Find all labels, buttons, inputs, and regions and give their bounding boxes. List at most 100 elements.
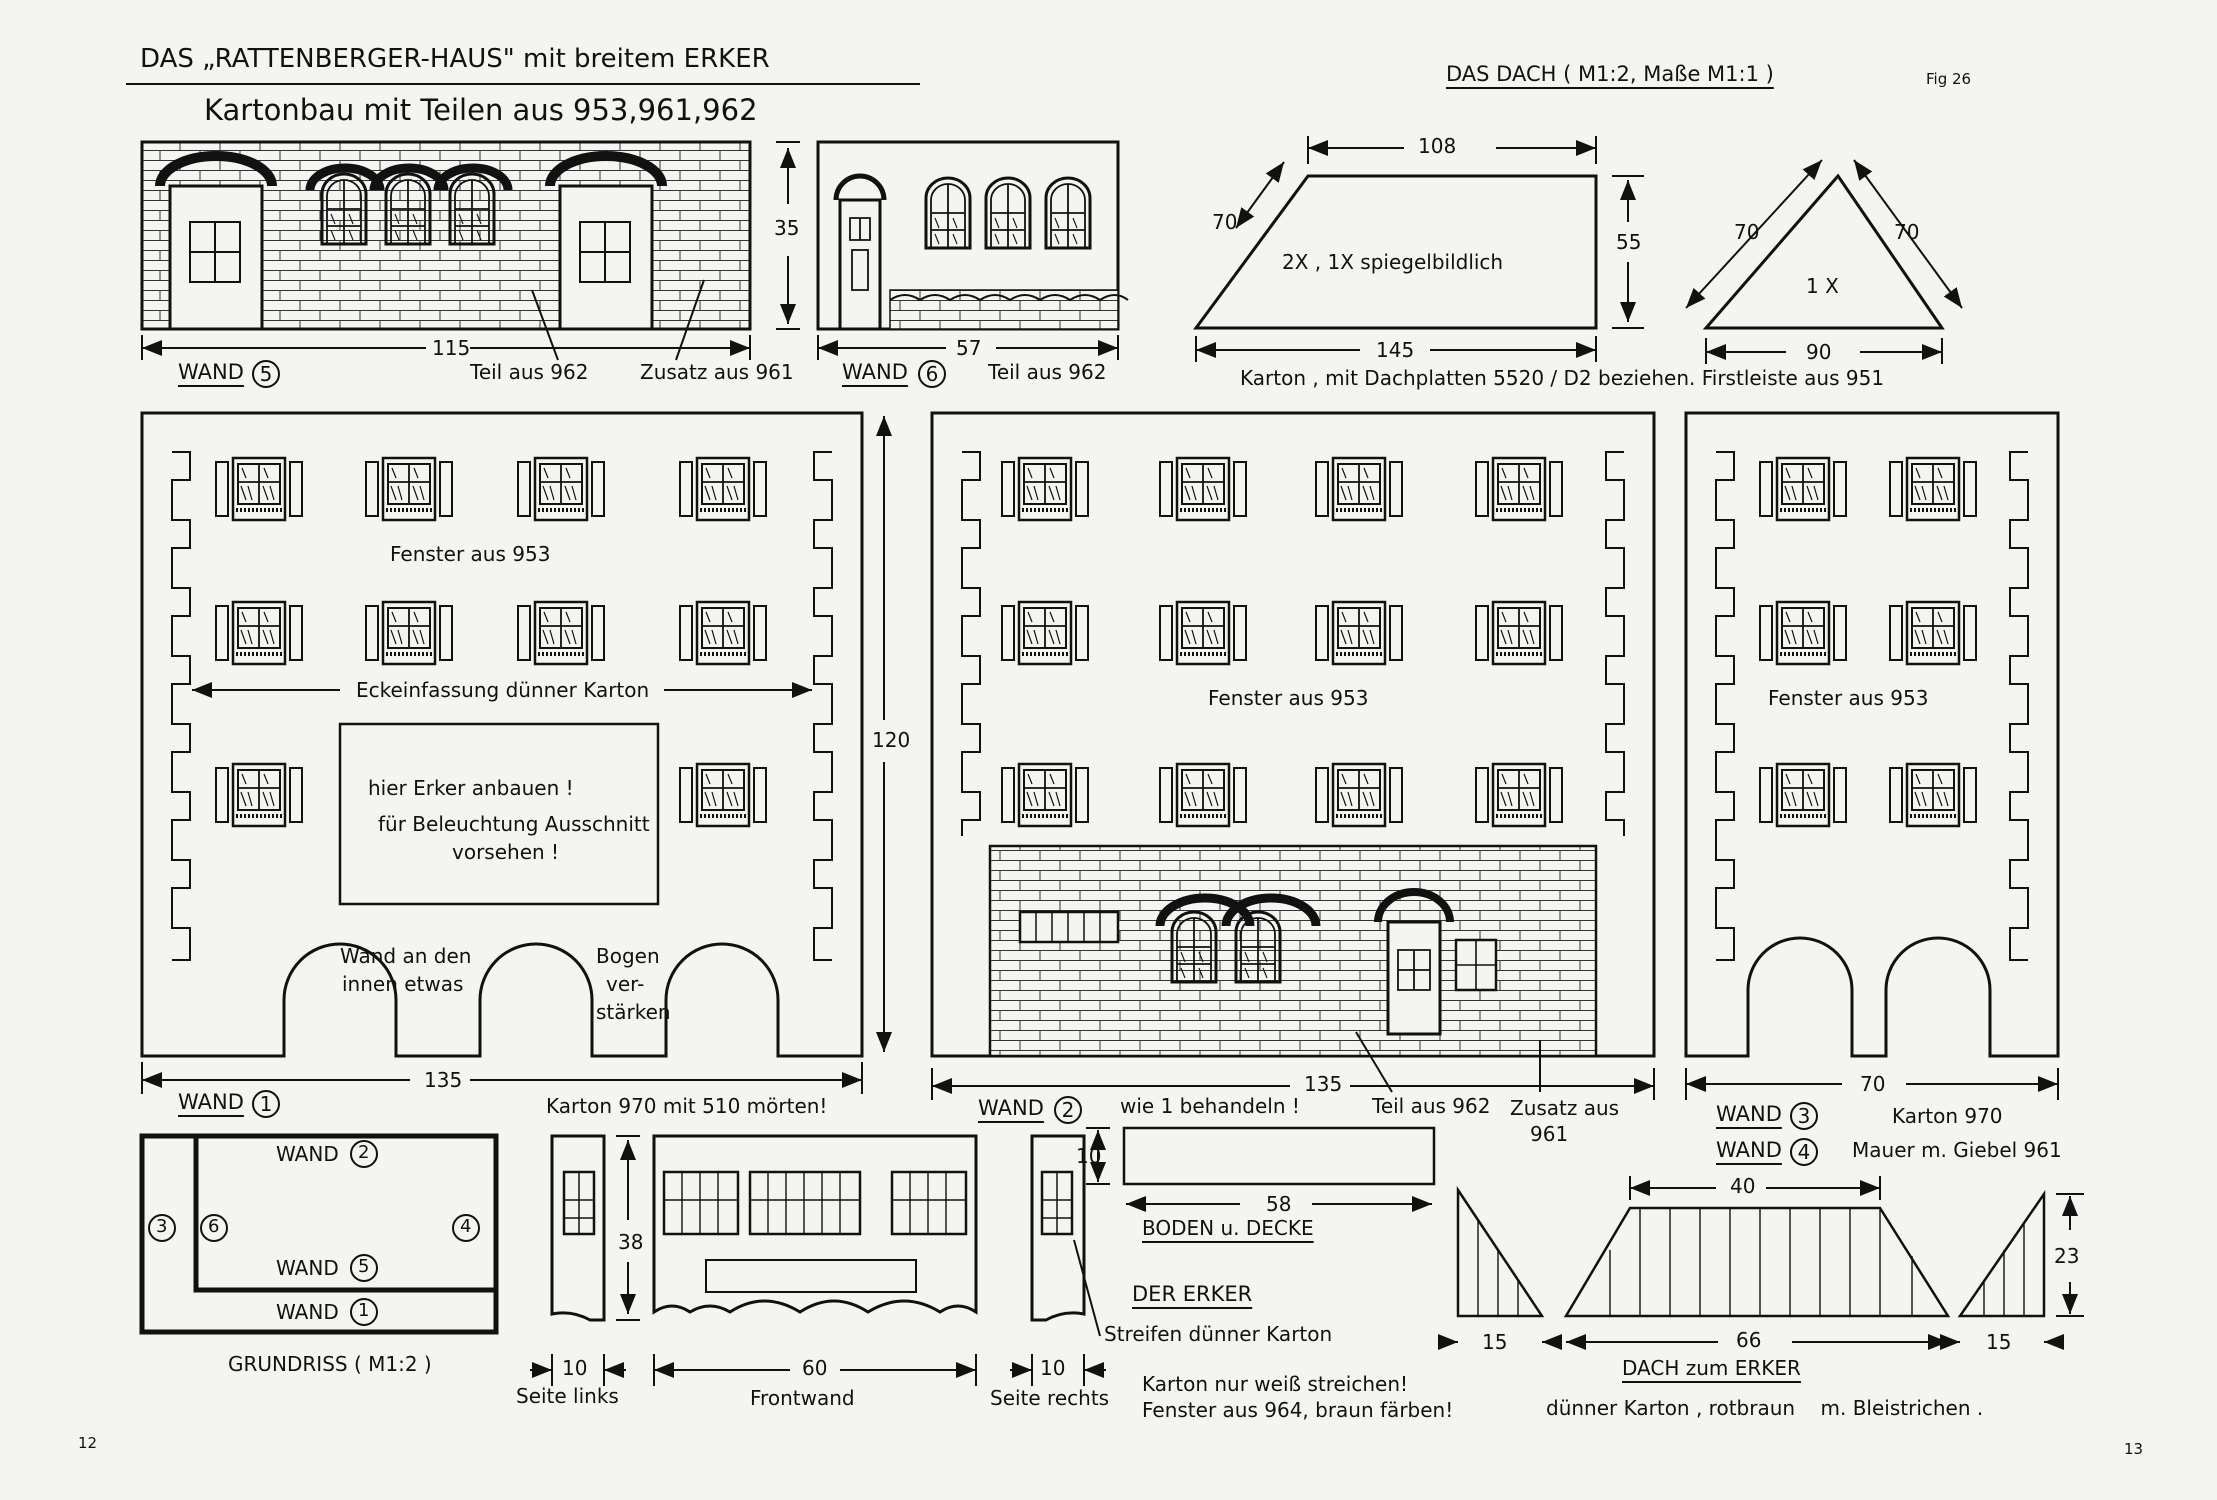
wand2-note-962: Teil aus 962 xyxy=(1372,1094,1491,1118)
grundriss-n1: 1 xyxy=(358,1300,370,1321)
roof-trap-side: 70 xyxy=(1212,210,1238,234)
grundriss-drawing xyxy=(139,1133,499,1335)
grundriss-n3: 3 xyxy=(156,1216,168,1237)
wand5-note-962: Teil aus 962 xyxy=(470,360,589,384)
wand6-width: 57 xyxy=(956,336,982,360)
erker-roof-right: 15 xyxy=(1986,1330,2012,1354)
erker-right-label: Seite rechts xyxy=(990,1386,1110,1410)
wand2-windows-note: Fenster aus 953 xyxy=(1208,686,1369,710)
wand4-number: 4 xyxy=(1790,1138,1818,1166)
erker-left-dim: 10 xyxy=(562,1356,588,1380)
wand1-corner-note: Eckeinfassung dünner Karton xyxy=(352,680,654,700)
erker-note-2: für Beleuchtung Ausschnitt xyxy=(378,812,650,836)
page-number-left: 12 xyxy=(78,1434,98,1452)
wand1-windows-note: Fenster aus 953 xyxy=(390,542,551,566)
boden-height: 10 xyxy=(1076,1144,1102,1168)
grundriss-n2: 2 xyxy=(358,1142,370,1163)
roof-tri-note: 1 X xyxy=(1806,274,1839,298)
wand1-drawing xyxy=(140,411,864,1058)
wand1-dimensions xyxy=(141,416,892,1094)
wand2-drawing xyxy=(930,411,1656,1058)
wand1-number: 1 xyxy=(252,1090,280,1118)
wand5-number: 5 xyxy=(252,360,280,388)
page-title: DAS „RATTENBERGER-HAUS" mit breitem ERKE… xyxy=(140,44,770,74)
erker-strip-note: Streifen dünner Karton xyxy=(1104,1322,1333,1346)
grundriss-n6: 6 xyxy=(208,1216,220,1237)
erker-note-2: Fenster aus 964, braun färben! xyxy=(1142,1398,1454,1422)
erker-roof-height: 23 xyxy=(2054,1244,2080,1268)
wand6-drawing xyxy=(816,140,1129,331)
wand5-width: 115 xyxy=(432,336,471,360)
grundriss-n5: 5 xyxy=(358,1256,370,1277)
grundriss-caption: GRUNDRISS ( M1:2 ) xyxy=(228,1352,432,1376)
wand4-label: WAND xyxy=(1716,1138,1782,1162)
erker-roof-title: DACH zum ERKER xyxy=(1622,1356,1801,1380)
grundriss-n4: 4 xyxy=(460,1216,472,1237)
erker-roof-bottom: 66 xyxy=(1736,1328,1762,1352)
erker-height: 38 xyxy=(618,1230,644,1254)
wand1-label: WAND xyxy=(178,1090,244,1114)
erker-roof-top: 40 xyxy=(1730,1174,1756,1198)
wand34-windows xyxy=(1758,456,1978,828)
wand2-width: 135 xyxy=(1304,1072,1343,1096)
erker-right-dim: 10 xyxy=(1040,1356,1066,1380)
wand1-height: 120 xyxy=(872,728,911,752)
wand5-note-961: Zusatz aus 961 xyxy=(640,360,794,384)
wand6-number: 6 xyxy=(918,360,946,388)
erker-note-1: hier Erker anbauen ! xyxy=(368,776,574,800)
wand34-caption-2: Mauer m. Giebel 961 xyxy=(1852,1138,2062,1162)
boden-width: 58 xyxy=(1266,1192,1292,1216)
wand2-number: 2 xyxy=(1054,1096,1082,1124)
arch-note-l2: innen etwas xyxy=(342,972,464,996)
erker-title: DER ERKER xyxy=(1132,1282,1253,1306)
wand34-width: 70 xyxy=(1860,1072,1886,1096)
wand1-windows xyxy=(214,456,768,828)
arch-note-r1: Bogen xyxy=(596,944,660,968)
roof-trap-bottom: 145 xyxy=(1376,338,1415,362)
wand34-drawing xyxy=(1684,411,2060,1058)
arch-note-r3: stärken xyxy=(596,1000,671,1024)
wand6-label: WAND xyxy=(842,360,908,384)
wand34-windows-note: Fenster aus 953 xyxy=(1768,686,1929,710)
top-dimensions xyxy=(141,141,1119,361)
erker-front-label: Frontwand xyxy=(750,1386,855,1410)
wand34-caption-1: Karton 970 xyxy=(1892,1104,2003,1128)
roof-tri-left: 70 xyxy=(1734,220,1760,244)
roof-caption: Karton , mit Dachplatten 5520 / D2 bezie… xyxy=(1240,366,1885,390)
grundriss-wand1: WAND xyxy=(276,1300,339,1324)
erker-drawing xyxy=(550,1134,1086,1322)
wand1-width: 135 xyxy=(424,1068,463,1092)
wand6-note: Teil aus 962 xyxy=(988,360,1107,384)
roof-title: DAS DACH ( M1:2, Maße M1:1 ) xyxy=(1446,62,1774,86)
grundriss-wand2: WAND xyxy=(276,1142,339,1166)
boden-drawing xyxy=(1086,1126,1436,1212)
page-subtitle: Kartonbau mit Teilen aus 953,961,962 xyxy=(204,93,758,127)
erker-front-dim: 60 xyxy=(802,1356,828,1380)
erker-roof-left: 15 xyxy=(1482,1330,1508,1354)
page-number-right: 13 xyxy=(2124,1440,2144,1458)
wand2-note-961b: 961 xyxy=(1530,1122,1569,1146)
wand2-label: WAND xyxy=(978,1096,1044,1120)
wand5-drawing xyxy=(140,140,752,331)
erker-note-3: vorsehen ! xyxy=(452,840,560,864)
wand5-height: 35 xyxy=(774,216,800,240)
erker-dimensions xyxy=(530,1135,1106,1386)
wand1-caption: Karton 970 mit 510 mörten! xyxy=(546,1094,828,1118)
erker-roof-drawing xyxy=(1456,1185,2046,1318)
wand2-note-961a: Zusatz aus xyxy=(1510,1096,1620,1120)
boden-label: BODEN u. DECKE xyxy=(1142,1216,1314,1240)
erker-roof-dimensions xyxy=(1438,1176,2084,1350)
roof-trap-height: 55 xyxy=(1616,230,1642,254)
wand3-number: 3 xyxy=(1790,1102,1818,1130)
roof-tri-right: 70 xyxy=(1894,220,1920,244)
wand2-caption: wie 1 behandeln ! xyxy=(1120,1094,1300,1118)
wand5-label: WAND xyxy=(178,360,244,384)
wand2-dimensions xyxy=(931,1031,1655,1100)
roof-dimensions xyxy=(1195,136,1963,364)
erker-note-1: Karton nur weiß streichen! xyxy=(1142,1372,1409,1396)
roof-trap-top: 108 xyxy=(1418,134,1457,158)
wand34-dimensions xyxy=(1685,1068,2059,1100)
figure-number: Fig 26 xyxy=(1926,70,1972,88)
wand2-windows xyxy=(1000,456,1564,828)
